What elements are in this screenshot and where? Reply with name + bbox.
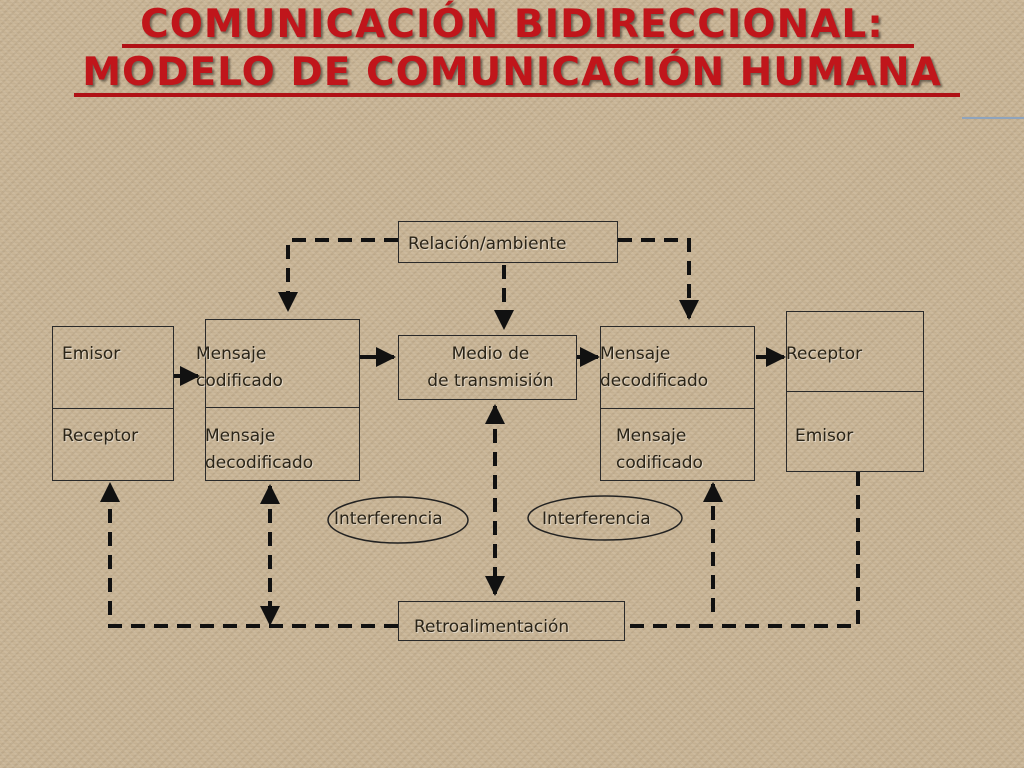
interferencia-label-2: Interferencia	[542, 509, 651, 529]
left-mensaje-codificado-label: Mensaje codificado	[196, 344, 283, 391]
right-box-divider	[786, 391, 924, 392]
left-box-divider	[52, 408, 174, 409]
header-divider	[962, 117, 1024, 119]
medio-box	[398, 335, 577, 400]
left-receptor-label: Receptor	[62, 426, 139, 446]
retroalimentacion-box	[398, 601, 625, 641]
right-mensaje-box	[600, 326, 755, 481]
interferencia-ellipse-1	[327, 496, 469, 544]
page-title-line-1: COMUNICACIÓN BIDIRECCIONAL:	[140, 2, 884, 47]
page-title-line-2: MODELO DE COMUNICACIÓN HUMANA	[82, 50, 942, 95]
relacion-ambiente-label: Relación/ambiente	[408, 234, 567, 254]
relacion-ambiente-box	[398, 221, 618, 263]
right-receptor-label: Receptor	[786, 344, 863, 364]
interferencia-label-1: Interferencia	[334, 509, 443, 529]
left-mensaje-divider	[205, 407, 360, 408]
right-mensaje-divider	[600, 408, 755, 409]
dashed-arrow-right-emisor-to-retro	[630, 472, 860, 628]
left-mensaje-decodificado-label: Mensaje decodificado	[205, 426, 314, 473]
dashed-arrow-retro-to-left-emisor	[100, 482, 398, 628]
right-emisor-label: Emisor	[795, 426, 854, 446]
title-underline-1	[122, 44, 914, 48]
left-emisor-label: Emisor	[62, 344, 121, 364]
dashed-arrow-relacion-to-right-msg	[618, 238, 699, 320]
left-mensaje-box	[205, 319, 360, 481]
dashed-arrow-relacion-to-left-msg	[278, 238, 398, 312]
right-mensaje-codificado-label: Mensaje codificado	[616, 426, 703, 473]
left-emisor-receptor-box	[52, 326, 174, 481]
medio-transmision-label: Medio de de transmisión	[427, 344, 554, 391]
retroalimentacion-label: Retroalimentación	[414, 617, 570, 637]
right-mensaje-decodificado-label: Mensaje decodificado	[600, 344, 709, 391]
interferencia-ellipse-2	[527, 495, 683, 541]
title-underline-2	[74, 93, 960, 97]
